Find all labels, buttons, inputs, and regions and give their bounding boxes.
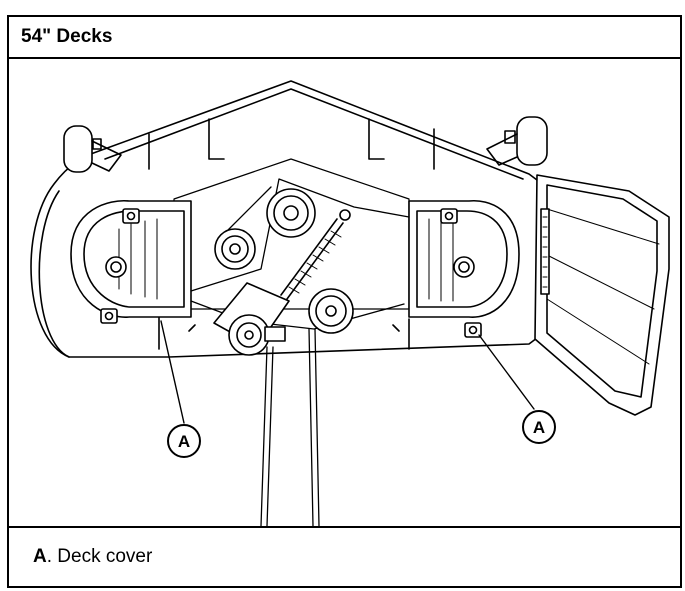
callout-a-left: A (167, 424, 201, 458)
right-gauge-wheel (486, 116, 548, 166)
right-deck-cover (408, 199, 520, 338)
svg-text:A: A (178, 432, 190, 451)
legend-letter: A (33, 546, 47, 567)
legend-separator: . (46, 546, 53, 567)
figure-legend: A. Deck cover (9, 526, 680, 586)
legend-text: Deck cover (57, 546, 153, 567)
left-gauge-wheel (63, 125, 122, 173)
figure-frame: 54" Decks (7, 15, 682, 588)
legend-item: A. Deck cover (33, 546, 152, 568)
callout-leaders (160, 320, 535, 424)
idler-pulley-left (214, 228, 256, 270)
idler-pulley-right (308, 288, 354, 334)
callout-a-right: A (522, 410, 556, 444)
idler-pulley-top (266, 188, 316, 238)
left-deck-cover (70, 199, 192, 324)
lift-rods (260, 328, 320, 526)
deck-diagram: A A (9, 59, 680, 526)
figure-header: 54" Decks (9, 17, 680, 59)
svg-text:A: A (533, 418, 545, 437)
discharge-chute (534, 174, 670, 416)
idler-arm (213, 282, 290, 356)
figure-title: 54" Decks (21, 26, 113, 47)
tension-spring (280, 209, 351, 300)
